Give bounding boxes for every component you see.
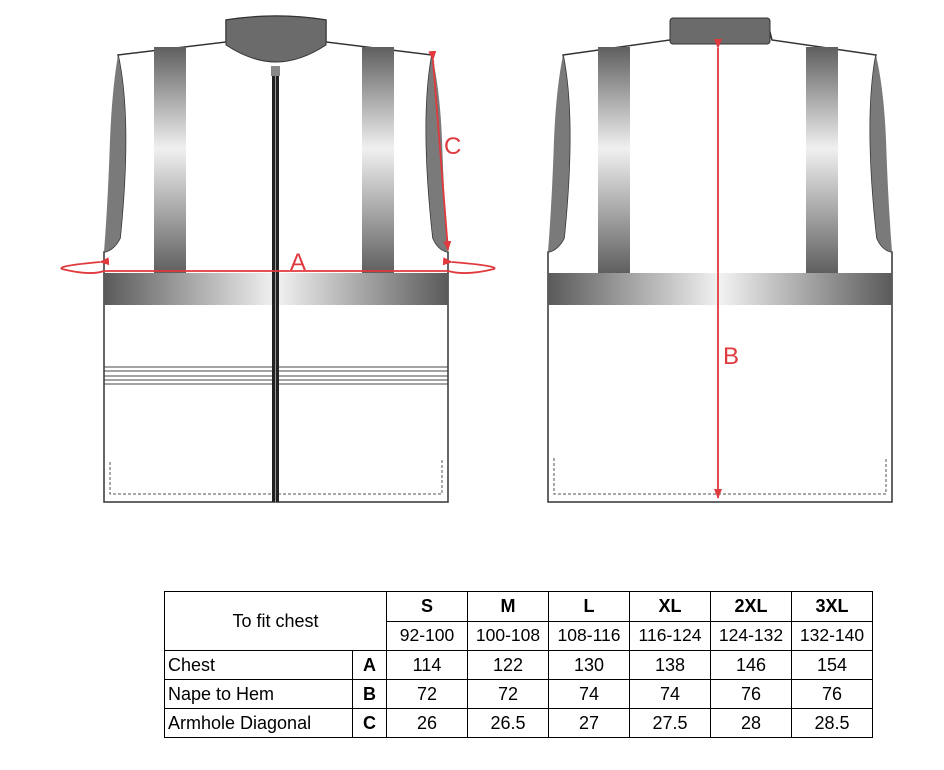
back-right-armhole-edge (870, 55, 892, 252)
table-cell: 146 (710, 650, 793, 680)
corner-label: To fit chest (163, 591, 388, 651)
table-cell: 28 (710, 708, 793, 738)
measure-a-label: A (290, 249, 306, 276)
chest-range-cell: 108-116 (548, 620, 631, 651)
left-armhole-edge (104, 55, 126, 252)
row-label-armhole-diagonal: Armhole Diagonal (164, 708, 353, 738)
zipper-pull (271, 66, 280, 76)
front-collar (225, 15, 327, 63)
table-cell: 76 (791, 679, 874, 709)
table-cell: 114 (386, 650, 469, 680)
chest-range-row: 92-100 100-108 108-116 116-124 124-132 1… (165, 620, 874, 651)
back-left-armhole-edge (548, 55, 570, 252)
table-cell: 122 (467, 650, 550, 680)
table-cell: 27.5 (629, 708, 712, 738)
table-cell: 72 (467, 679, 550, 709)
size-2xl: 2XL (710, 591, 793, 622)
chest-range-cell: 92-100 (386, 620, 469, 651)
table-row: Chest A 114 122 130 138 146 154 (164, 650, 874, 680)
table-cell: 76 (710, 679, 793, 709)
front-right-vertical-stripe (362, 47, 394, 273)
measure-b-label: B (723, 343, 739, 370)
back-right-vertical-stripe (806, 47, 838, 273)
back-collar (669, 17, 771, 45)
vest-front (103, 15, 449, 503)
table-row: Armhole Diagonal C 26 26.5 27 27.5 28 28… (164, 708, 874, 738)
back-horizontal-band (548, 273, 892, 305)
table-cell: 74 (629, 679, 712, 709)
vest-diagram: A C B (60, 15, 893, 503)
table-cell: 130 (548, 650, 631, 680)
table-cell: 154 (791, 650, 874, 680)
table-cell: 27 (548, 708, 631, 738)
measure-c-label: C (444, 133, 461, 160)
row-label-nape-to-hem: Nape to Hem (164, 679, 353, 709)
table-cell: 26 (386, 708, 469, 738)
chest-range-cell: 124-132 (710, 620, 793, 651)
row-key: C (351, 708, 388, 738)
table-cell: 74 (548, 679, 631, 709)
measure-c (428, 50, 452, 251)
size-3xl: 3XL (791, 591, 874, 622)
table-cell: 72 (386, 679, 469, 709)
row-label-chest: Chest (164, 650, 353, 680)
table-row: Nape to Hem B 72 72 74 74 76 76 (164, 679, 874, 709)
table-cell: 138 (629, 650, 712, 680)
size-l: L (548, 591, 631, 622)
size-xl: XL (629, 591, 712, 622)
size-header-row: To fit chest S M L XL 2XL 3XL (163, 591, 874, 651)
vest-back (547, 17, 893, 503)
size-chart-table: To fit chest S M L XL 2XL 3XL 92-100 100… (163, 591, 874, 738)
size-s: S (386, 591, 469, 622)
chest-range-cell: 132-140 (791, 620, 874, 651)
table-cell: 26.5 (467, 708, 550, 738)
size-m: M (467, 591, 550, 622)
row-key: A (351, 650, 388, 680)
measure-a (60, 257, 496, 274)
row-key: B (351, 679, 388, 709)
back-left-vertical-stripe (598, 47, 630, 273)
chest-range-cell: 116-124 (629, 620, 712, 651)
chest-range-cell: 100-108 (467, 620, 550, 651)
table-cell: 28.5 (791, 708, 874, 738)
front-left-vertical-stripe (154, 47, 186, 273)
